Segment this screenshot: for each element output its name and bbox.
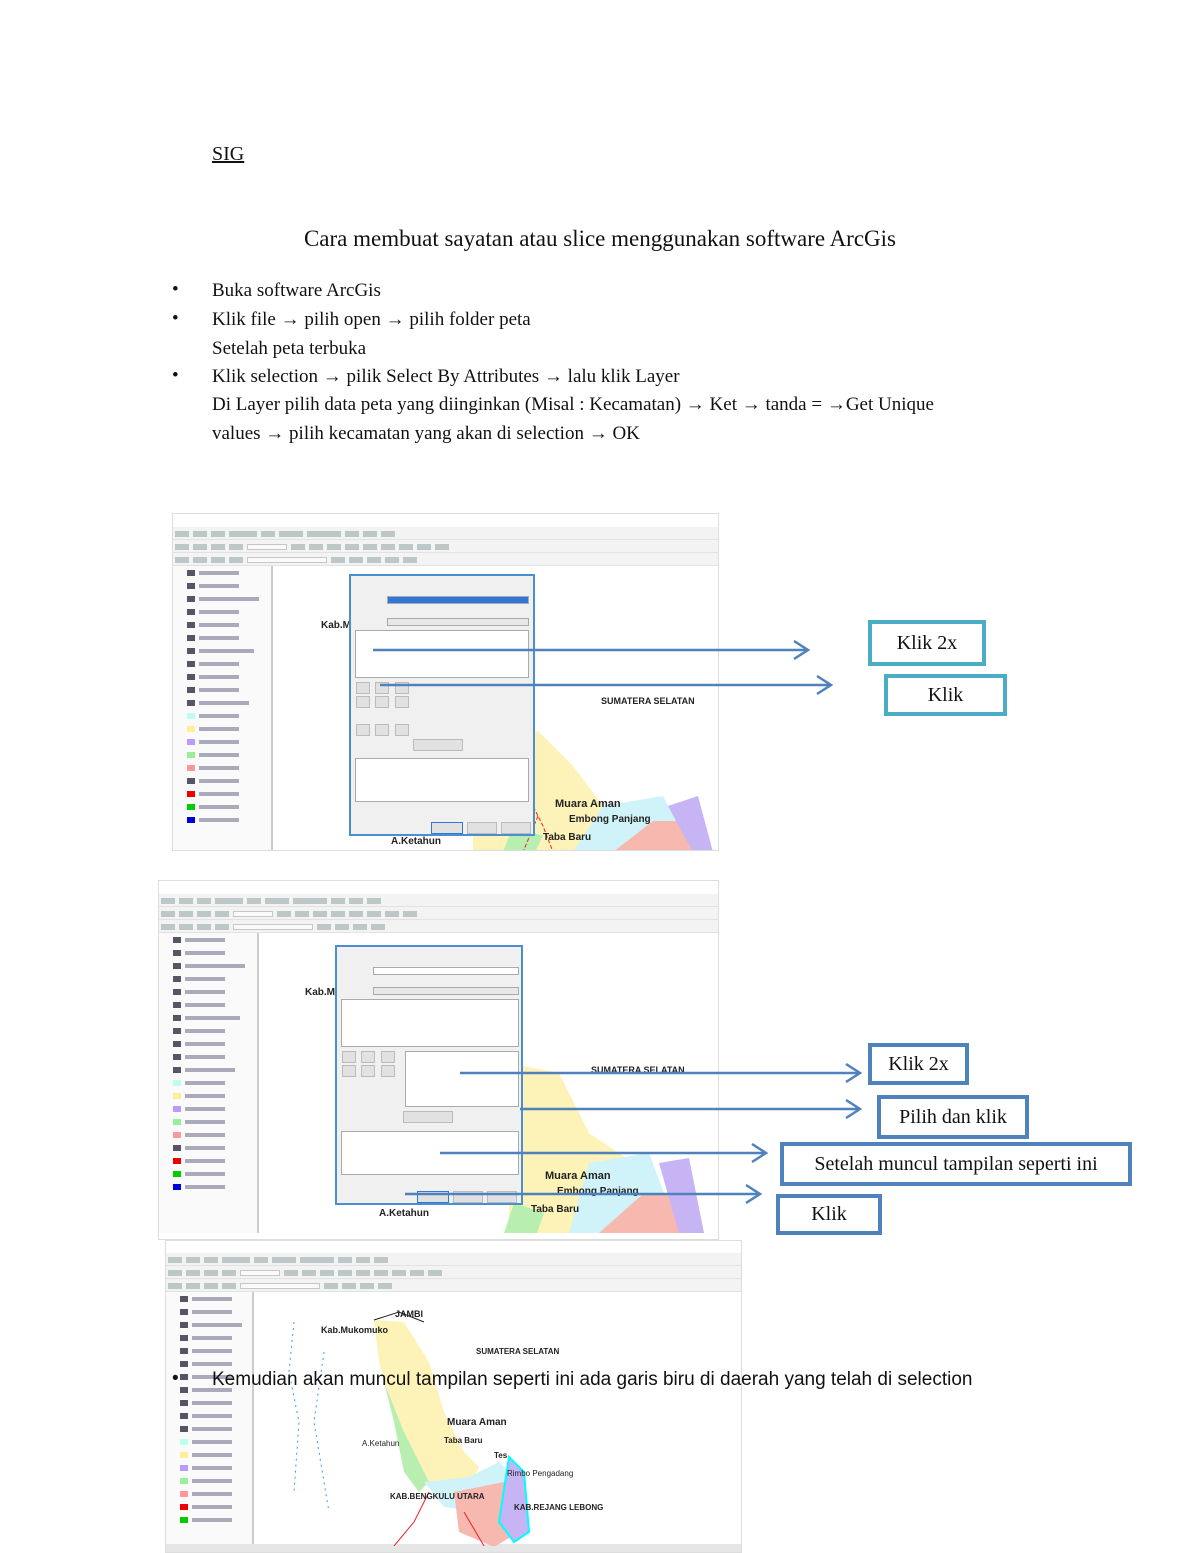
close-button[interactable] [487, 1191, 517, 1203]
method-dropdown[interactable] [373, 987, 519, 995]
table-of-contents-panel [159, 933, 259, 1233]
map-label: Embong Panjang [557, 1186, 639, 1197]
toolbar [173, 540, 718, 553]
apply-button[interactable] [467, 822, 497, 834]
query-textbox[interactable] [355, 758, 529, 802]
map-label: Muara Aman [545, 1170, 611, 1182]
map-label: SUMATERA SELATAN [591, 1065, 685, 1075]
table-of-contents-panel [166, 1292, 254, 1546]
select-by-attributes-dialog [349, 574, 535, 836]
map-label: KAB.REJANG LEBONG [514, 1503, 604, 1512]
window-title-bar [166, 1241, 741, 1253]
menu-bar [166, 1253, 741, 1266]
fields-list[interactable] [355, 630, 529, 678]
map-label: Kab.M [321, 620, 351, 631]
close-button[interactable] [501, 822, 531, 834]
callout-klik: Klik [884, 674, 1007, 716]
map-region-rimbo [668, 796, 713, 850]
toolbar [166, 1266, 741, 1279]
final-step-text: Kemudian akan muncul tampilan seperti in… [212, 1369, 973, 1390]
toolbar [159, 920, 718, 933]
method-dropdown[interactable] [387, 618, 529, 626]
arrow-head-icon [793, 639, 811, 661]
map-label: SUMATERA SELATAN [476, 1347, 560, 1356]
query-textbox[interactable] [341, 1131, 519, 1175]
map-label: SUMATERA SELATAN [601, 696, 695, 706]
arcmap-screenshot-1: Kab.M SUMATERA SELATAN Muara Aman Embong… [172, 513, 719, 851]
arcmap-screenshot-2: Kab.M SUMATERA SELATAN Muara Aman Embong… [158, 880, 719, 1240]
map-view[interactable] [254, 1292, 742, 1546]
layer-dropdown[interactable] [373, 967, 519, 975]
map-label: Taba Baru [531, 1204, 580, 1215]
arrow-head-icon [745, 1183, 763, 1205]
map-view[interactable] [259, 933, 719, 1233]
map-label: Kab.Mukomuko [321, 1325, 389, 1335]
get-unique-values-button[interactable] [403, 1111, 453, 1123]
map-label: Rimbo Pengadang [507, 1469, 574, 1478]
map-label: A.Ketahun [362, 1439, 400, 1448]
arrow-head-icon [751, 1142, 769, 1164]
map-label: Tes [494, 1451, 508, 1460]
map-label: A.Ketahun [391, 836, 441, 847]
map-label: Embong Panjang [569, 814, 651, 825]
step-text: values → pilih kecamatan yang akan di se… [212, 423, 640, 444]
arrow-head-icon [845, 1062, 863, 1084]
map-label: Muara Aman [447, 1417, 507, 1428]
menu-bar [159, 894, 718, 907]
map-label: JAMBI [395, 1309, 424, 1319]
callout-setelah-muncul: Setelah muncul tampilan seperti ini [780, 1142, 1132, 1186]
fields-list[interactable] [341, 999, 519, 1047]
step-text: Di Layer pilih data peta yang diinginkan… [212, 394, 934, 415]
unique-values-list[interactable] [405, 1051, 519, 1107]
bullet-icon: • [172, 365, 179, 386]
header-label: SIG [212, 143, 245, 165]
map-label: A.Ketahun [379, 1208, 429, 1219]
map-label: KAB.BENGKULU UTARA [390, 1492, 485, 1501]
arrow-head-icon [816, 674, 834, 696]
map-label: Kab.M [305, 987, 335, 998]
window-title-bar [159, 881, 718, 893]
map-label: Taba Baru [444, 1436, 483, 1445]
arcmap-screenshot-3: JAMBI Kab.Mukomuko SUMATERA SELATAN Muar… [165, 1240, 742, 1553]
callout-pilih-dan-klik: Pilih dan klik [877, 1095, 1029, 1139]
toolbar [173, 553, 718, 566]
bullet-icon: • [172, 308, 179, 329]
bullet-icon: • [172, 279, 179, 300]
ok-button[interactable] [417, 1191, 449, 1203]
ok-button[interactable] [431, 822, 463, 834]
toolbar [159, 907, 718, 920]
step-text: Setelah peta terbuka [212, 338, 367, 359]
window-title-bar [173, 514, 718, 526]
bullet-icon: • [172, 1368, 179, 1389]
callout-klik-2x: Klik 2x [868, 620, 986, 666]
apply-button[interactable] [453, 1191, 483, 1203]
map-label: Muara Aman [555, 798, 621, 810]
get-unique-values-button[interactable] [413, 739, 463, 751]
status-bar [166, 1544, 741, 1552]
callout-klik: Klik [776, 1194, 882, 1235]
step-text: Buka software ArcGis [212, 280, 381, 301]
layer-dropdown[interactable] [387, 596, 529, 604]
document-title: Cara membuat sayatan atau slice mengguna… [303, 226, 897, 251]
table-of-contents-panel [173, 566, 273, 850]
step-text: Klik file → pilih open → pilih folder pe… [212, 309, 531, 330]
menu-bar [173, 527, 718, 540]
map-label: Taba Baru [543, 832, 592, 843]
callout-klik-2x: Klik 2x [868, 1043, 969, 1085]
step-text: Klik selection → pilik Select By Attribu… [212, 366, 680, 387]
toolbar [166, 1279, 741, 1292]
select-by-attributes-dialog [335, 945, 523, 1205]
arrow-head-icon [845, 1098, 863, 1120]
